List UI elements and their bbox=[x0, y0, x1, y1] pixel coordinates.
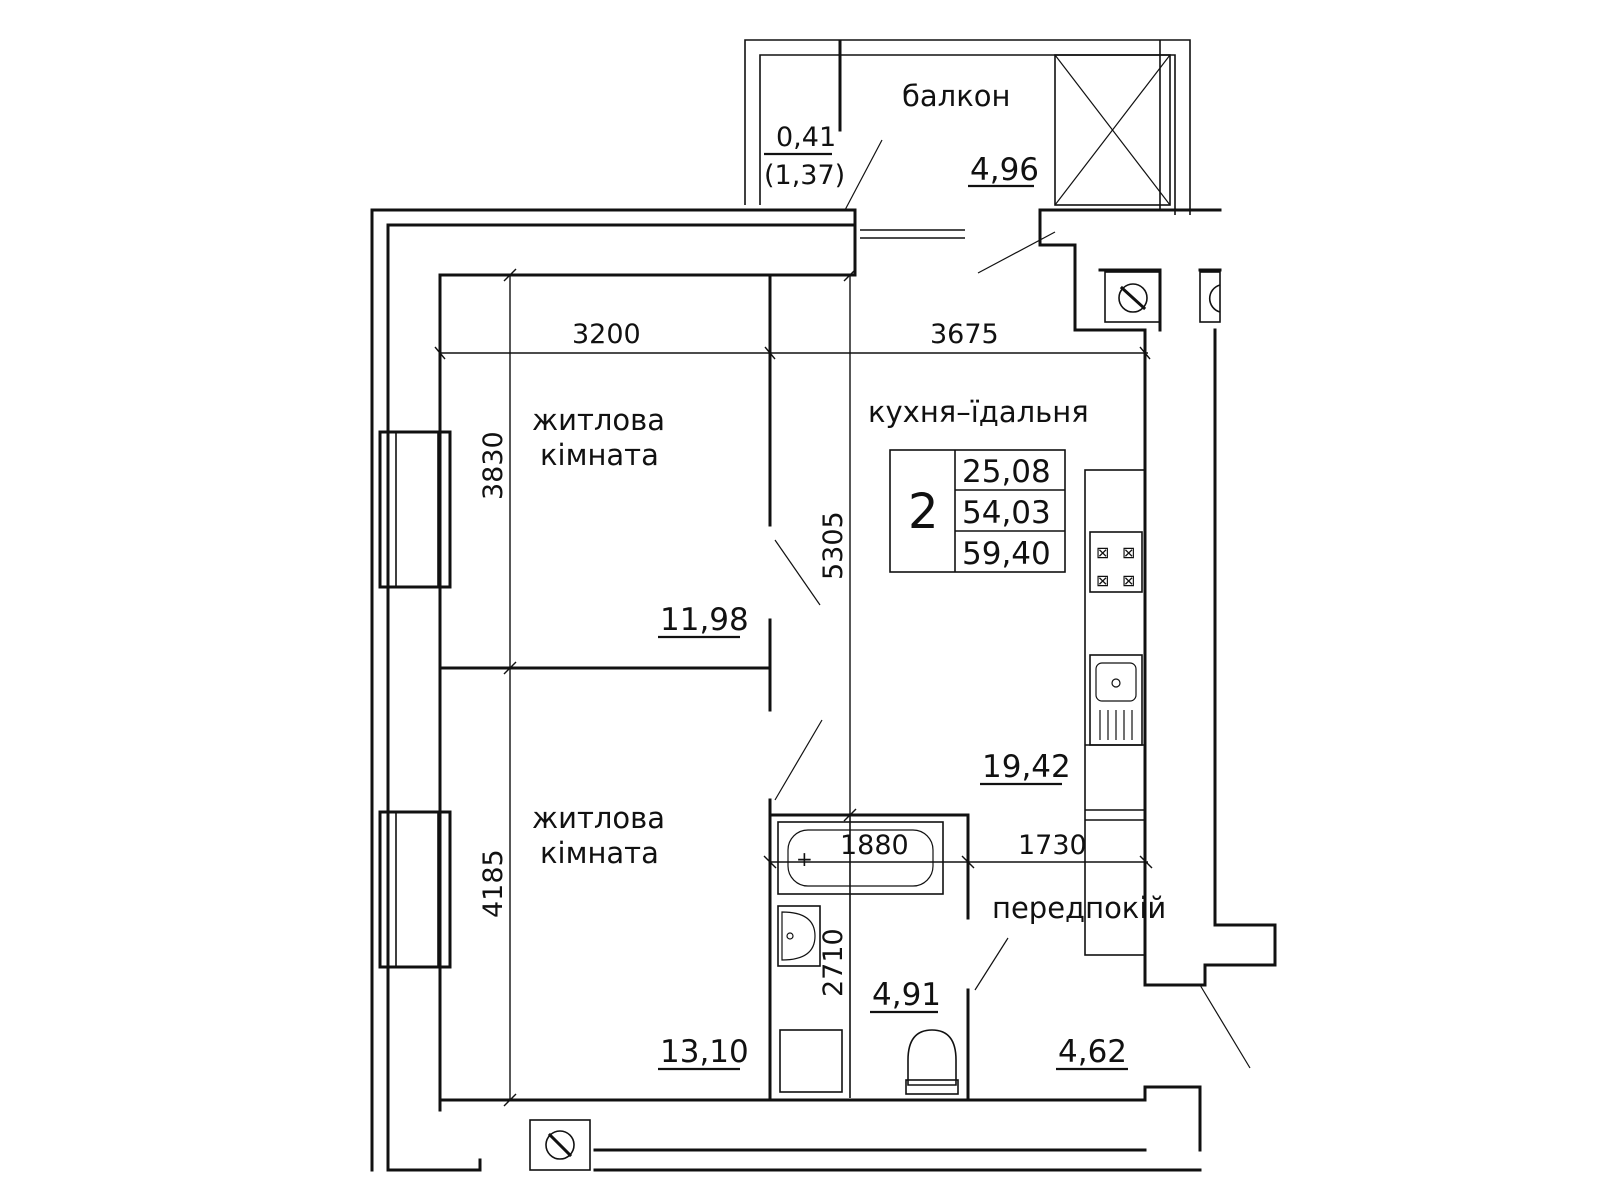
washing-machine-icon bbox=[779, 1029, 843, 1093]
bathroom-area: 4,91 bbox=[872, 977, 941, 1013]
labels: балкон 4,96 0,41 (1,37) житлова кімната … bbox=[478, 79, 1166, 1071]
dim-room1-width: 3200 bbox=[572, 319, 641, 350]
hallway-name: передпокій bbox=[992, 891, 1166, 925]
kitchen-area: 19,42 bbox=[982, 749, 1071, 785]
vent-icon-1 bbox=[1118, 283, 1148, 313]
dimension-lines bbox=[434, 268, 1153, 1107]
rooms-count: 2 bbox=[908, 484, 939, 540]
balcony-name: балкон bbox=[902, 79, 1010, 113]
dim-bath-width: 1880 bbox=[840, 830, 909, 861]
vent-icon-2 bbox=[545, 1130, 575, 1160]
total-area: 54,03 bbox=[962, 495, 1051, 531]
kitchen-furniture: ⊠ ⊠ ⊠ ⊠ bbox=[1084, 469, 1146, 956]
balcony bbox=[744, 39, 1191, 274]
storage-area-total: (1,37) bbox=[764, 160, 845, 191]
svg-text:⊠: ⊠ bbox=[1122, 571, 1135, 590]
windows bbox=[378, 430, 452, 969]
room1-area: 11,98 bbox=[660, 602, 749, 638]
room2-name-line1: житлова bbox=[532, 801, 665, 835]
room2-name-line2: кімната bbox=[540, 836, 659, 870]
storage-area: 0,41 bbox=[776, 122, 836, 153]
ventilation-shafts bbox=[529, 271, 1221, 1171]
living-area-total: 25,08 bbox=[962, 454, 1051, 490]
dim-room2-depth: 4185 bbox=[478, 849, 509, 918]
total-area-with-balcony: 59,40 bbox=[962, 536, 1051, 572]
svg-text:+: + bbox=[796, 847, 813, 871]
balcony-area: 4,96 bbox=[970, 152, 1039, 188]
exterior-walls bbox=[370, 208, 1277, 1172]
apartment-summary-table bbox=[889, 449, 1066, 573]
svg-text:⊠: ⊠ bbox=[1096, 571, 1109, 590]
dim-hall-width: 1730 bbox=[1018, 830, 1087, 861]
dim-bath-depth: 2710 bbox=[818, 928, 849, 997]
hallway-area: 4,62 bbox=[1058, 1034, 1127, 1070]
stove-icon bbox=[1089, 531, 1143, 593]
svg-text:⊠: ⊠ bbox=[1096, 543, 1109, 562]
bathtub-icon bbox=[777, 821, 944, 895]
dim-kitchen-depth: 5305 bbox=[818, 511, 849, 580]
dim-room1-depth: 3830 bbox=[478, 431, 509, 500]
kitchen-name: кухня–їдальня bbox=[868, 395, 1089, 429]
svg-text:⊠: ⊠ bbox=[1122, 543, 1135, 562]
toilet-icon bbox=[907, 1029, 957, 1086]
dim-kitchen-width: 3675 bbox=[930, 319, 999, 350]
room1-name-line1: житлова bbox=[532, 403, 665, 437]
room2-area: 13,10 bbox=[660, 1034, 749, 1070]
room1-name-line2: кімната bbox=[540, 438, 659, 472]
partitions bbox=[438, 273, 1251, 1102]
washbasin-icon bbox=[777, 905, 821, 967]
